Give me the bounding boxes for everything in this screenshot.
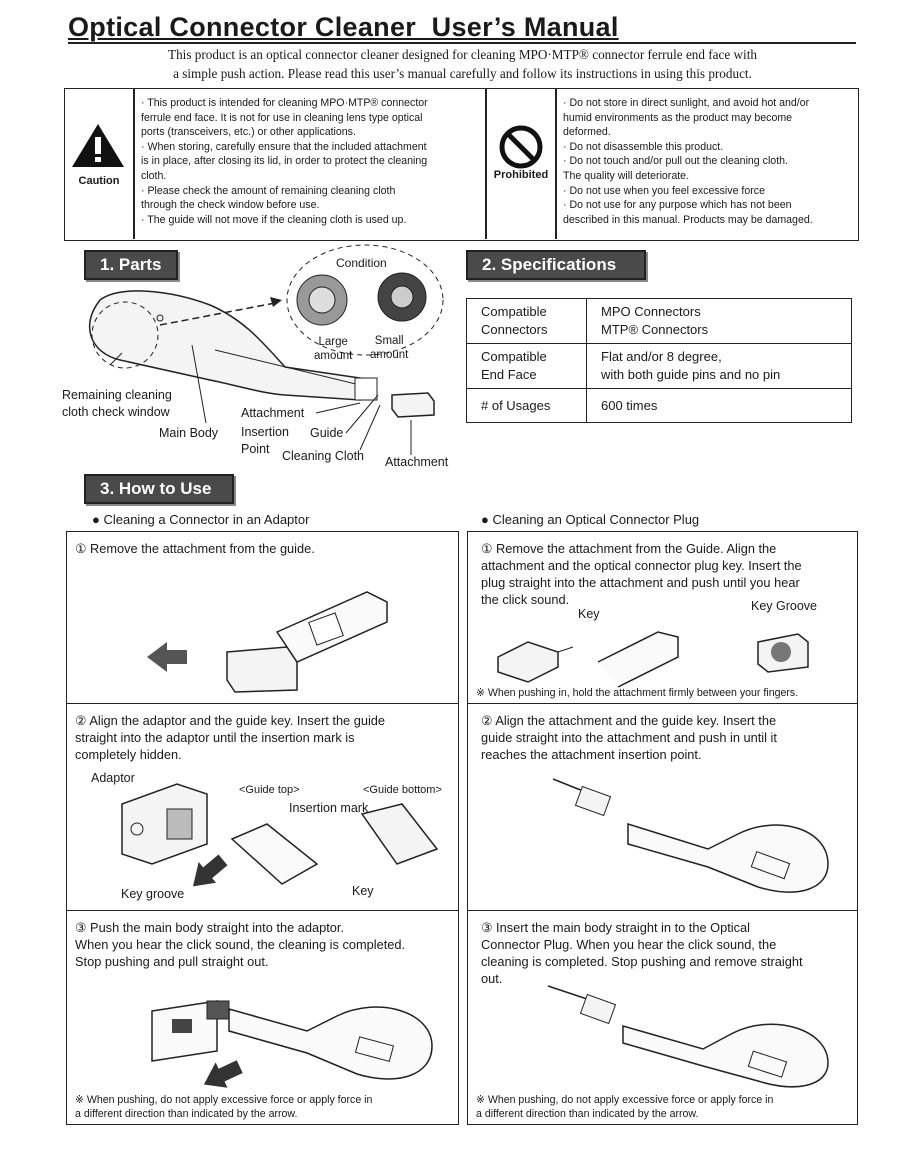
remaining-window-label: Remaining cleaning cloth check window [62,388,172,419]
right-step-3-illustration [547,985,829,1088]
r1-key-groove-label: Key Groove [751,599,818,613]
page-title: Optical Connector Cleaner User’s Manual [68,12,619,42]
guide-bottom-label: <Guide bottom> [363,784,442,796]
intro-line: a simple push action. Please read this u… [173,66,752,81]
prohibited-text: · Do not store in direct sunlight, and a… [563,97,813,226]
right-step-3-text: ③ Insert the main body straight in to th… [481,920,803,986]
large-amount-label: Large amount [314,336,353,362]
caution-text: · This product is intended for cleaning … [141,97,428,226]
r1-note: ※ When pushing in, hold the attachment f… [476,687,799,699]
right-column-title: ● Cleaning an Optical Connector Plug [481,512,700,527]
prohibited-icon [493,125,549,174]
condition-label: Condition [336,256,387,270]
right-step-2-illustration [552,778,829,893]
l3-note: ※ When pushing, do not apply excessive f… [75,1094,373,1120]
small-amount-label: Small amount [370,335,409,361]
guide-top-label: <Guide top> [239,784,300,796]
left-step-2: ② Align the adaptor and the guide key. I… [66,703,459,911]
main-body-label: Main Body [159,426,219,440]
right-step-1: ① Remove the attachment from the Guide. … [467,531,858,704]
left-step-1-illustration [147,591,388,693]
r1-key-label: Key [578,607,600,621]
r3-note: ※ When pushing, do not apply excessive f… [476,1094,774,1120]
attachment-label: Attachment [385,455,449,469]
left-column-title: ● Cleaning a Connector in an Adaptor [92,512,310,527]
attachment-pointer-label: Attachment [241,406,305,420]
right-step-2: ② Align the attachment and the guide key… [467,703,858,911]
adaptor-label: Adaptor [91,771,135,785]
key-groove-label: Key groove [121,887,185,901]
intro-line: This product is an optical connector cle… [168,47,757,62]
left-step-3-text: ③ Push the main body straight into the a… [75,920,406,969]
prohibited-label: Prohibited [493,169,549,181]
right-step-2-text: ② Align the attachment and the guide key… [481,713,777,762]
howto-heading: 3. How to Use [84,474,234,504]
parts-illustration [89,244,444,455]
parts-heading: 1. Parts [84,250,178,280]
cleaning-cloth-label: Cleaning Cloth [282,449,364,463]
right-step-1-text: ① Remove the attachment from the Guide. … [481,541,802,607]
left-step-3-illustration [151,1000,433,1088]
left-step-3: ③ Push the main body straight into the a… [66,910,459,1125]
insertion-point-label: Insertion Point [241,425,289,456]
caution-label: Caution [78,175,120,187]
specs-heading: 2. Specifications [466,250,646,280]
title-rule [68,42,856,44]
spec-row: # of Usages 600 times [466,388,852,423]
key-label: Key [352,884,374,898]
right-step-3: ③ Insert the main body straight in to th… [467,910,858,1125]
guide-label: Guide [310,426,344,440]
intro-text: This product is an optical connector cle… [70,45,855,83]
caution-icon [69,121,127,176]
insertion-mark-label: Insertion mark [289,801,369,815]
right-step-1-illustration [497,631,809,688]
left-step-2-illustration [121,783,439,887]
left-step-1: ① Remove the attachment from the guide. [66,531,459,704]
warning-box: Caution · This product is intended for c… [64,88,859,241]
left-step-2-text: ② Align the adaptor and the guide key. I… [75,713,386,762]
